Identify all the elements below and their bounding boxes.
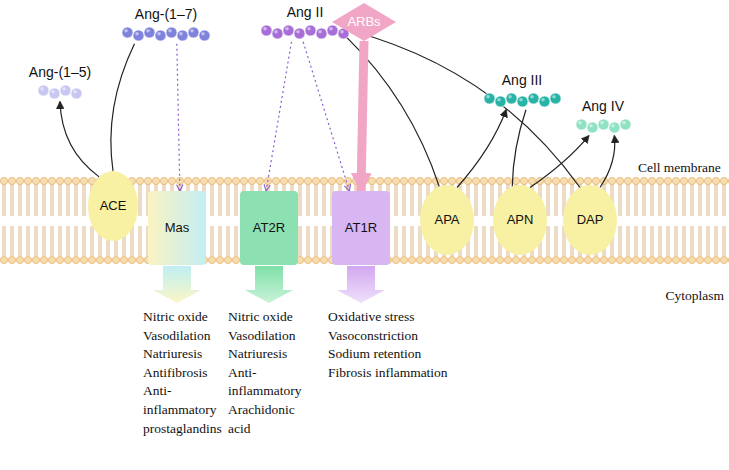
peptide-chain: Ang IV — [575, 98, 632, 136]
drug-diamond: ARBs — [332, 3, 396, 41]
connector — [266, 42, 291, 191]
effect-text: inflammatory — [143, 402, 216, 418]
effect-text: Anti- — [143, 383, 172, 399]
effect-text: Oxidative stress — [328, 309, 415, 325]
node-label: DAP — [577, 212, 604, 228]
receptor-box: AT2R — [240, 191, 298, 265]
connector — [457, 110, 506, 188]
effect-text: Fibrosis inflammation — [328, 365, 448, 381]
connector — [111, 44, 135, 171]
node-label: ARBs — [347, 14, 380, 30]
node-label: Ang-(1–7) — [121, 6, 211, 23]
effect-text: Natriuresis — [143, 346, 202, 362]
effect-text: Nitric oxide — [228, 309, 293, 325]
node-label: Mas — [165, 220, 190, 236]
peptide-beads — [260, 24, 350, 42]
connector — [60, 102, 99, 177]
peptide-chain: Ang-(1–5) — [27, 64, 93, 102]
node-label: ACE — [100, 198, 127, 214]
region-label: Cytoplasm — [665, 288, 724, 304]
effect-text: Vasoconstriction — [328, 328, 418, 344]
node-label: Ang III — [483, 72, 562, 89]
node-label: APA — [434, 212, 459, 228]
node-label: AT2R — [253, 220, 285, 236]
effect-text: Nitric oxide — [143, 309, 208, 325]
node-label: Ang IV — [575, 98, 632, 115]
effect-text: Vasodilation — [143, 328, 211, 344]
node-label: APN — [507, 212, 534, 228]
receptor-box: Mas — [148, 191, 206, 265]
enzyme-ellipse: DAP — [563, 185, 617, 255]
node-label: Ang-(1–5) — [27, 64, 93, 81]
effect-text: Sodium retention — [328, 346, 421, 362]
enzyme-ellipse: APA — [420, 185, 474, 255]
connector — [177, 44, 180, 191]
enzyme-ellipse: ACE — [88, 171, 138, 241]
effect-text: acid — [228, 421, 251, 437]
peptide-chain: Ang III — [483, 72, 562, 110]
effect-text: Antifibrosis — [143, 365, 208, 381]
effect-text: inflammatory — [228, 383, 301, 399]
peptide-beads — [575, 118, 632, 136]
effect-text: prostaglandins — [143, 421, 222, 437]
peptide-beads — [483, 92, 562, 110]
peptide-beads — [121, 26, 211, 44]
peptide-chain: Ang-(1–7) — [121, 6, 211, 44]
effect-text: Arachidonic — [228, 402, 295, 418]
node-label: AT1R — [345, 220, 377, 236]
receptor-box: AT1R — [332, 191, 390, 265]
connector — [361, 41, 364, 191]
connector — [303, 42, 349, 191]
node-label: Ang II — [260, 4, 350, 21]
connector — [600, 136, 615, 188]
region-label: Cell membrane — [638, 160, 721, 176]
connector — [350, 30, 580, 187]
peptide-beads — [37, 84, 83, 102]
effect-text: Natriuresis — [228, 346, 287, 362]
effect-text: Vasodilation — [228, 328, 296, 344]
enzyme-ellipse: APN — [493, 185, 547, 255]
effect-text: Anti- — [228, 365, 257, 381]
connector — [512, 110, 526, 187]
